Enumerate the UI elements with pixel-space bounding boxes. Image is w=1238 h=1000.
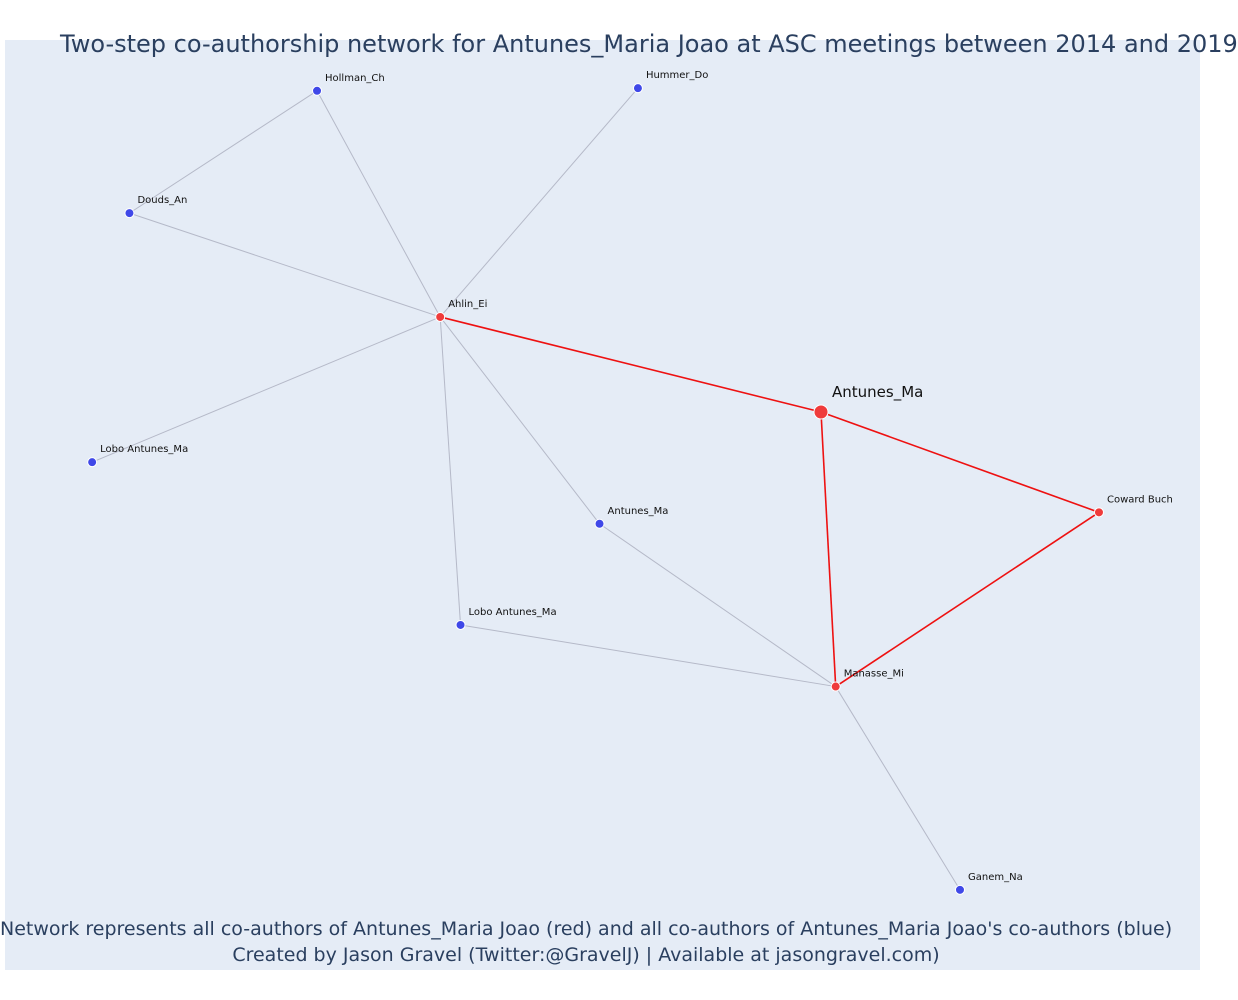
node-label-coward: Coward Buch — [1107, 494, 1173, 505]
node-hummer[interactable] — [632, 83, 643, 94]
node-label-hollman: Hollman_Ch — [325, 73, 385, 84]
node-label-douds: Douds_An — [137, 195, 187, 206]
edge-hollman-douds — [129, 90, 318, 214]
node-lobo1[interactable] — [87, 457, 98, 468]
node-hollman[interactable] — [312, 85, 323, 96]
edge-focal-coward — [820, 411, 1100, 514]
node-coward[interactable] — [1093, 507, 1104, 518]
edge-lobo1-ahlin — [91, 316, 441, 463]
edge-ahlin-antunes2 — [439, 316, 600, 525]
node-focal[interactable] — [813, 404, 829, 420]
edge-manasse-ganem — [835, 686, 961, 891]
node-label-manasse: Manasse_Mi — [844, 669, 904, 680]
node-label-antunes2: Antunes_Ma — [608, 506, 669, 517]
node-lobo2[interactable] — [455, 619, 466, 630]
plot-background — [5, 40, 1200, 970]
node-label-lobo1: Lobo Antunes_Ma — [100, 444, 188, 455]
node-label-focal: Antunes_Ma — [832, 383, 923, 402]
nodes-layer — [87, 83, 1104, 895]
node-label-ahlin: Ahlin_Ei — [448, 299, 487, 310]
footer-credit: Created by Jason Gravel (Twitter:@Gravel… — [232, 944, 940, 966]
edge-focal-manasse — [820, 411, 837, 687]
edge-coward-manasse — [835, 511, 1100, 688]
node-douds[interactable] — [124, 208, 135, 219]
node-label-hummer: Hummer_Do — [646, 70, 708, 81]
chart-title: Two-step co-authorship network for Antun… — [60, 30, 1238, 58]
node-ganem[interactable] — [954, 884, 965, 895]
footer-description: Network represents all co-authors of Ant… — [0, 918, 1173, 940]
node-antunes2[interactable] — [594, 518, 605, 529]
node-label-lobo2: Lobo Antunes_Ma — [469, 607, 557, 618]
edge-hollman-ahlin — [316, 90, 441, 318]
edge-ahlin-lobo2 — [439, 316, 462, 625]
node-ahlin[interactable] — [435, 311, 446, 322]
edge-ahlin-focal — [439, 316, 822, 413]
edge-lobo2-manasse — [460, 624, 836, 688]
node-manasse[interactable] — [830, 681, 841, 692]
node-label-ganem: Ganem_Na — [968, 872, 1023, 883]
edge-douds-ahlin — [129, 212, 441, 318]
edges-layer — [91, 87, 1100, 891]
edge-antunes2-manasse — [599, 523, 836, 687]
edge-hummer-ahlin — [439, 87, 639, 318]
